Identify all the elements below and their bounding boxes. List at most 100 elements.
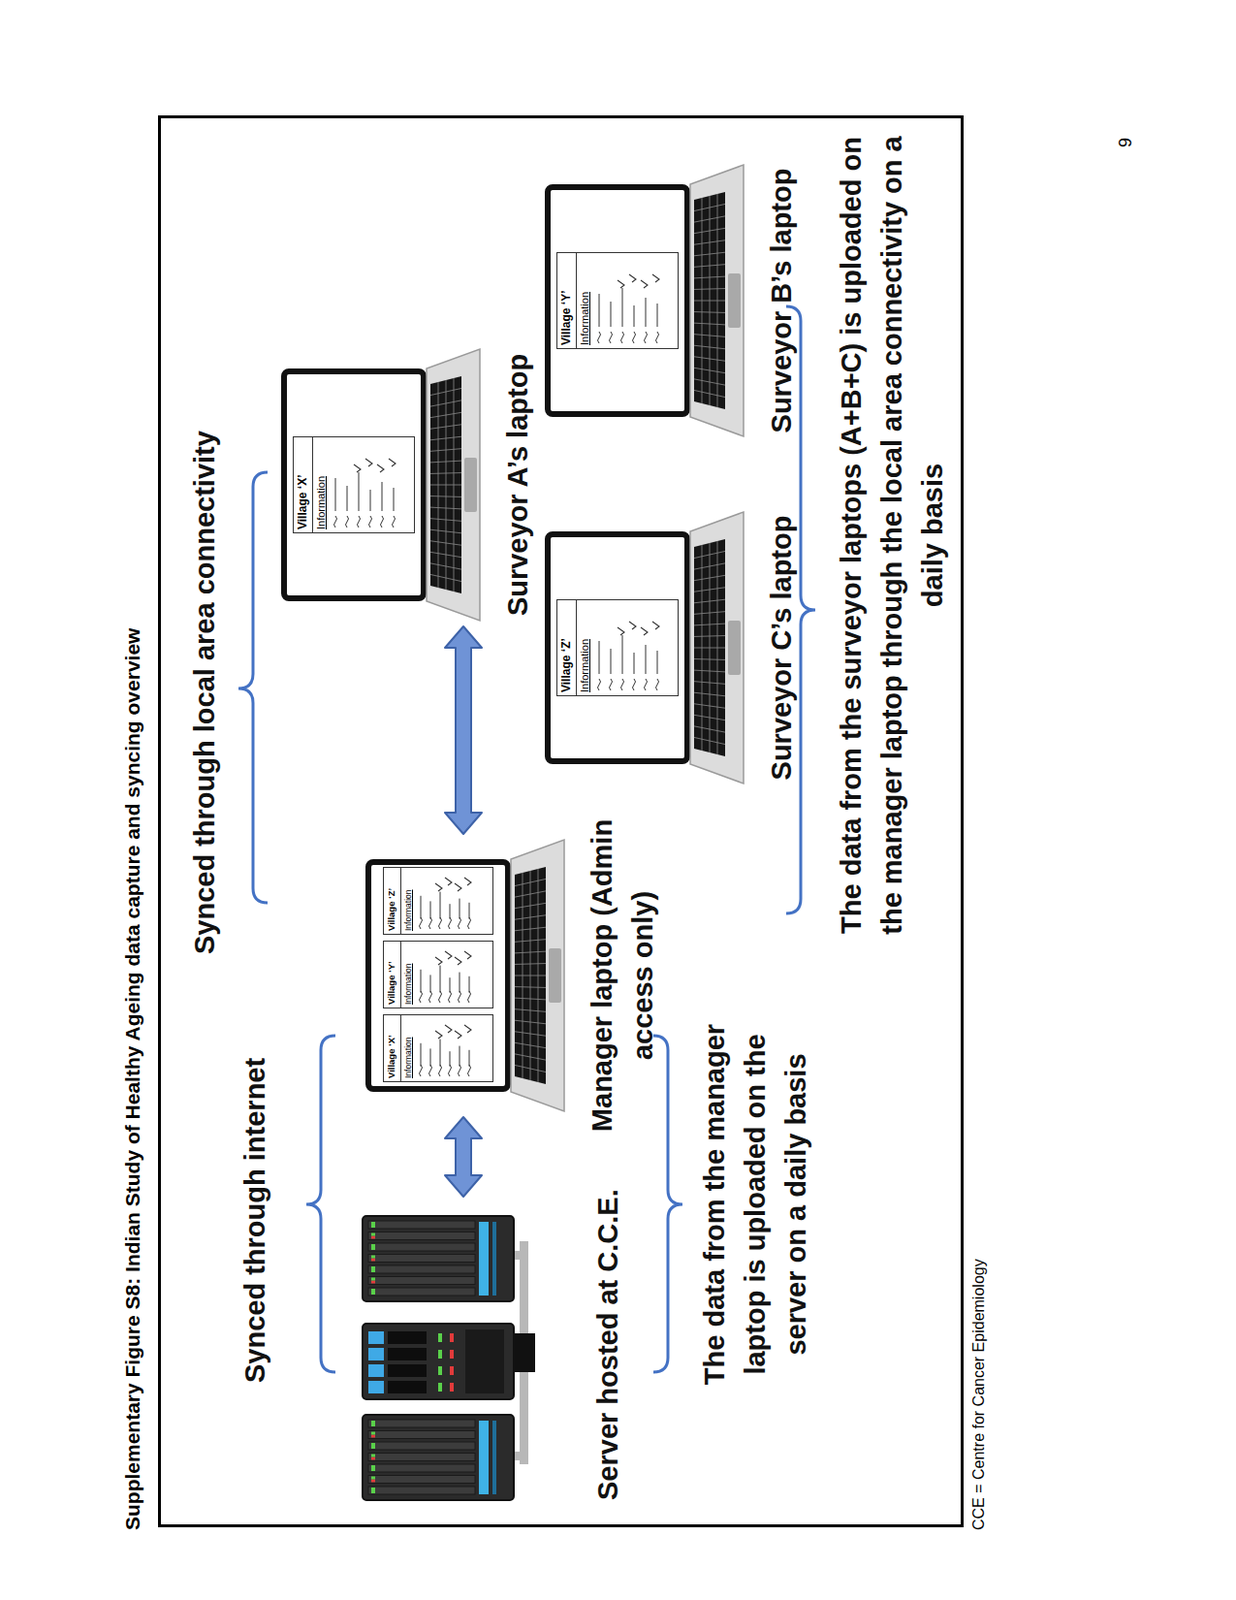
rack-led bbox=[371, 1246, 376, 1250]
village-record: Village ‘Z’Information bbox=[556, 599, 679, 697]
check-mark bbox=[365, 458, 373, 467]
key-col bbox=[694, 692, 726, 697]
keyboard-base bbox=[690, 164, 744, 437]
form-line bbox=[439, 965, 443, 1003]
key-col bbox=[514, 1064, 546, 1072]
village-subheading: Information bbox=[401, 867, 416, 934]
sync-label: Synced through internet bbox=[234, 1057, 276, 1383]
key-col bbox=[514, 1031, 546, 1036]
rack-blade bbox=[368, 1220, 476, 1229]
village-heading: Village ‘Y’ bbox=[557, 253, 577, 349]
rack-led bbox=[371, 1489, 376, 1493]
check-mark bbox=[388, 458, 396, 467]
form-lines bbox=[414, 867, 493, 934]
laptop-keyboard bbox=[690, 164, 744, 437]
rack-blade bbox=[368, 1419, 476, 1427]
footnote: CCE = Centre for Cancer Epidemiology bbox=[969, 1258, 989, 1530]
rack-led bbox=[371, 1268, 376, 1272]
form-line bbox=[448, 1050, 452, 1077]
form-line bbox=[458, 898, 462, 929]
rack-led bbox=[371, 1457, 376, 1460]
keyboard-keys bbox=[694, 538, 726, 757]
rack-led bbox=[371, 1467, 376, 1471]
keyboard-keys bbox=[430, 376, 462, 594]
key-col bbox=[694, 367, 726, 373]
rack-led bbox=[438, 1382, 443, 1392]
key-col bbox=[514, 1019, 546, 1024]
form-line bbox=[598, 640, 602, 691]
sync-arrow bbox=[444, 626, 482, 834]
village-subheading: Information bbox=[576, 600, 594, 696]
key-col bbox=[694, 252, 726, 256]
rack-led bbox=[438, 1332, 443, 1342]
key-col bbox=[430, 436, 462, 441]
key-col bbox=[694, 736, 726, 744]
rack-drive bbox=[387, 1347, 427, 1361]
key-col bbox=[430, 518, 462, 522]
key-col bbox=[694, 379, 726, 385]
rack-led bbox=[371, 1420, 376, 1424]
key-col bbox=[694, 681, 726, 685]
server-label: Server hosted at C.C.E. bbox=[587, 1188, 629, 1500]
rack-blade bbox=[368, 1265, 476, 1273]
rack-led bbox=[371, 1291, 376, 1295]
key-col bbox=[430, 412, 462, 417]
key-col bbox=[694, 726, 726, 732]
form-body bbox=[414, 1014, 493, 1081]
rack-led bbox=[371, 1236, 376, 1239]
form-lines bbox=[414, 1014, 493, 1081]
check-mark bbox=[640, 627, 648, 635]
key-col bbox=[694, 311, 726, 314]
rack-led bbox=[438, 1349, 443, 1359]
key-col bbox=[694, 334, 726, 338]
check-mark bbox=[444, 950, 452, 959]
village-heading: Village ‘X’ bbox=[383, 1014, 402, 1081]
check-mark bbox=[435, 1030, 443, 1039]
key-col bbox=[430, 563, 462, 570]
rack-blade bbox=[368, 1287, 476, 1296]
key-col bbox=[514, 1009, 546, 1013]
form-line bbox=[633, 652, 636, 691]
rack-led bbox=[371, 1255, 376, 1259]
key-col bbox=[514, 1053, 546, 1060]
village-subheading: Information bbox=[576, 253, 594, 349]
form-body bbox=[593, 600, 678, 696]
rack-led bbox=[371, 1224, 376, 1228]
touchpad bbox=[728, 620, 741, 675]
key-col bbox=[694, 574, 726, 580]
form-lines bbox=[593, 600, 678, 696]
process-note: The data from the surveyor laptops (A+B+… bbox=[830, 118, 953, 952]
keyboard-base bbox=[510, 839, 565, 1111]
laptop-node: Surveyor A’s laptopVillage ‘X’Informatio… bbox=[281, 348, 480, 621]
key-col bbox=[694, 203, 726, 211]
form-body bbox=[414, 941, 493, 1008]
form-line bbox=[419, 969, 423, 1003]
rack-drive bbox=[387, 1380, 427, 1394]
rack-body bbox=[362, 1414, 514, 1500]
form-line bbox=[644, 297, 648, 344]
key-col bbox=[694, 216, 726, 222]
key-col bbox=[694, 587, 726, 592]
form-body bbox=[593, 253, 678, 349]
form-line bbox=[448, 903, 452, 929]
rack-blade bbox=[368, 1475, 476, 1484]
rack-led bbox=[449, 1349, 454, 1359]
page-number: 9 bbox=[1114, 137, 1137, 148]
form-line bbox=[419, 895, 423, 929]
key-col bbox=[430, 507, 462, 509]
check-mark bbox=[454, 883, 462, 891]
form-line bbox=[419, 1043, 423, 1077]
check-mark bbox=[629, 274, 636, 283]
check-mark bbox=[454, 1030, 462, 1039]
form-line bbox=[468, 902, 472, 929]
server-node: Server hosted at C.C.E. bbox=[360, 1202, 536, 1503]
village-subheading: Information bbox=[401, 1014, 416, 1081]
rack-led bbox=[371, 1280, 376, 1284]
form-line bbox=[468, 976, 472, 1003]
form-lines bbox=[329, 437, 414, 533]
rack-blade bbox=[368, 1232, 476, 1240]
key-col bbox=[514, 962, 546, 965]
key-col bbox=[694, 264, 726, 268]
key-col bbox=[694, 240, 726, 245]
